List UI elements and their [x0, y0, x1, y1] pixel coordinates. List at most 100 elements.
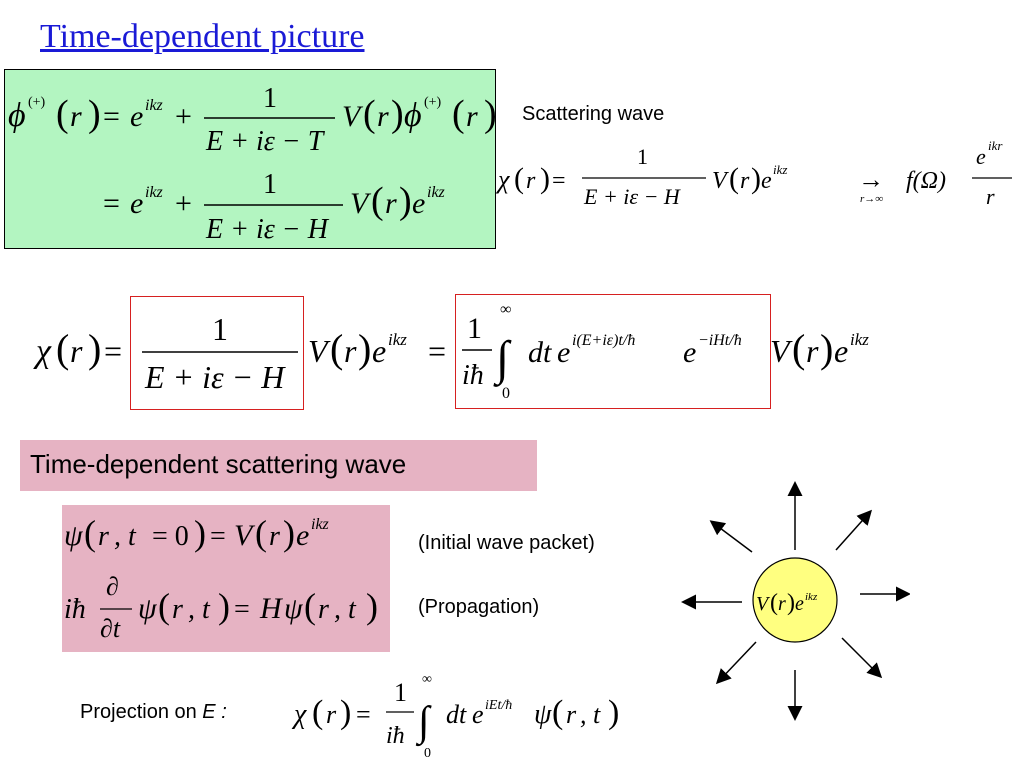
svg-text:): )	[484, 93, 497, 135]
svg-text:i(E+iε)t/ħ: i(E+iε)t/ħ	[572, 332, 635, 349]
svg-text:): )	[820, 326, 833, 371]
svg-text:(: (	[158, 586, 170, 626]
svg-text:0: 0	[424, 746, 431, 761]
svg-text:e: e	[976, 144, 986, 169]
projection-label: Projection on E :	[80, 701, 227, 723]
svg-text:∫: ∫	[415, 699, 432, 747]
svg-text:e: e	[557, 336, 570, 369]
svg-text:1: 1	[394, 678, 407, 707]
phi-symbol-2: ϕ	[404, 97, 422, 134]
svg-text:ikr: ikr	[988, 138, 1003, 153]
svg-text:=: =	[104, 333, 122, 369]
svg-text:(: (	[729, 162, 739, 195]
svg-text:dt: dt	[446, 700, 467, 729]
chi-asymptotic-equation: χ ( r⃗ ) = 1 E + iε − H V ( r ) e ikz → …	[495, 138, 1012, 209]
svg-text:(: (	[330, 326, 343, 371]
svg-text:, t: , t	[188, 594, 211, 625]
svg-text:): )	[283, 513, 295, 553]
phi-superscript: (+)	[28, 95, 46, 110]
svg-text:χ: χ	[33, 333, 52, 370]
f-omega: f(Ω)	[906, 168, 946, 194]
svg-text:iħ: iħ	[386, 723, 405, 749]
arrow-up-left	[709, 520, 753, 553]
svg-text:(: (	[452, 93, 465, 135]
svg-text:, t: , t	[114, 521, 137, 552]
svg-text:r⃗: r⃗	[566, 700, 596, 729]
fraction-numerator: 1	[263, 83, 277, 114]
svg-text:, t: , t	[580, 700, 601, 729]
svg-text:e: e	[834, 333, 848, 369]
svg-text:r: r	[385, 187, 397, 220]
svg-text:): )	[194, 513, 206, 553]
exp-ikz: ikz	[145, 97, 164, 114]
svg-text:r: r	[986, 184, 995, 209]
integral-sign: ∫	[493, 332, 512, 387]
fraction-denominator-T: E + iε − T	[205, 126, 326, 157]
svg-text:=: =	[210, 521, 226, 552]
svg-text:1: 1	[467, 312, 482, 345]
fraction-denominator-H: E + iε − H	[205, 214, 330, 245]
svg-text:e: e	[130, 187, 143, 220]
svg-text:dt: dt	[528, 336, 552, 369]
svg-text:ikz: ikz	[311, 516, 330, 533]
svg-text:1: 1	[263, 169, 277, 200]
svg-text:r: r	[269, 521, 280, 552]
svg-text:ikz: ikz	[388, 330, 407, 349]
svg-text:E + iε − H: E + iε − H	[144, 359, 286, 395]
integral-lower: 0	[502, 385, 510, 402]
svg-text:∂t: ∂t	[100, 614, 121, 643]
svg-text:r⃗: r⃗	[526, 168, 554, 194]
svg-text:ikz: ikz	[805, 591, 818, 603]
svg-text:∞: ∞	[422, 672, 432, 687]
svg-text:): )	[751, 162, 761, 195]
phi-equation: ϕ (+) ( r⃗ ) = e ikz + 1 E + iε − T V ( …	[8, 83, 500, 245]
svg-text:r: r	[778, 593, 786, 615]
svg-text:): )	[218, 586, 230, 626]
plus: +	[175, 100, 192, 133]
svg-text:χ: χ	[291, 699, 307, 730]
svg-text:ikz: ikz	[850, 330, 869, 349]
rparen: )	[88, 93, 101, 135]
phi-superscript-2: (+)	[424, 95, 442, 110]
svg-text:=: =	[234, 594, 250, 625]
svg-text:1: 1	[212, 311, 228, 347]
svg-text:= 0: = 0	[152, 521, 189, 552]
svg-text:r: r	[344, 333, 357, 369]
svg-text:V: V	[770, 333, 793, 369]
svg-text:ikz: ikz	[427, 184, 446, 201]
svg-text:V: V	[350, 187, 372, 220]
svg-text:): )	[366, 586, 378, 626]
svg-text:iħ: iħ	[462, 360, 484, 391]
svg-text:r⃗: r⃗	[70, 333, 107, 369]
equals: =	[103, 100, 120, 133]
svg-text:=: =	[428, 333, 446, 369]
td-scattering-wave-header: Time-dependent scattering wave	[20, 440, 537, 491]
svg-text:): )	[608, 694, 619, 731]
integral-upper: ∞	[500, 301, 511, 318]
svg-text:iħ: iħ	[64, 594, 86, 625]
svg-text:ψ: ψ	[138, 592, 158, 625]
td-equations-box	[62, 505, 390, 652]
svg-text:r: r	[806, 333, 819, 369]
svg-text:1: 1	[637, 144, 648, 169]
limit-subscript: r→∞	[860, 193, 883, 205]
svg-text:r⃗: r⃗	[326, 700, 356, 729]
svg-text:r: r	[740, 168, 750, 194]
svg-text:∂: ∂	[106, 572, 119, 601]
equals-2: =	[103, 187, 120, 220]
svg-text:(: (	[363, 93, 376, 135]
svg-text:ψ: ψ	[64, 519, 84, 552]
arrow-down-left	[715, 641, 757, 685]
svg-text:r⃗: r⃗	[172, 594, 205, 625]
svg-text:(: (	[56, 326, 69, 371]
wave-packet-diagram: V ( r ) e ikz	[681, 481, 910, 721]
chi-time-integral-equation: χ ( r⃗ ) = 1 E + iε − H V ( r ) e ikz = …	[33, 301, 869, 402]
svg-text:V: V	[756, 593, 771, 615]
svg-text:r⃗: r⃗	[98, 521, 131, 552]
scattering-wave-label: Scattering wave	[522, 103, 665, 125]
svg-text:): )	[391, 93, 404, 135]
svg-text:e: e	[683, 336, 696, 369]
svg-text:): )	[88, 326, 101, 371]
svg-text:e: e	[761, 168, 772, 194]
svg-text:ikz: ikz	[773, 162, 787, 177]
